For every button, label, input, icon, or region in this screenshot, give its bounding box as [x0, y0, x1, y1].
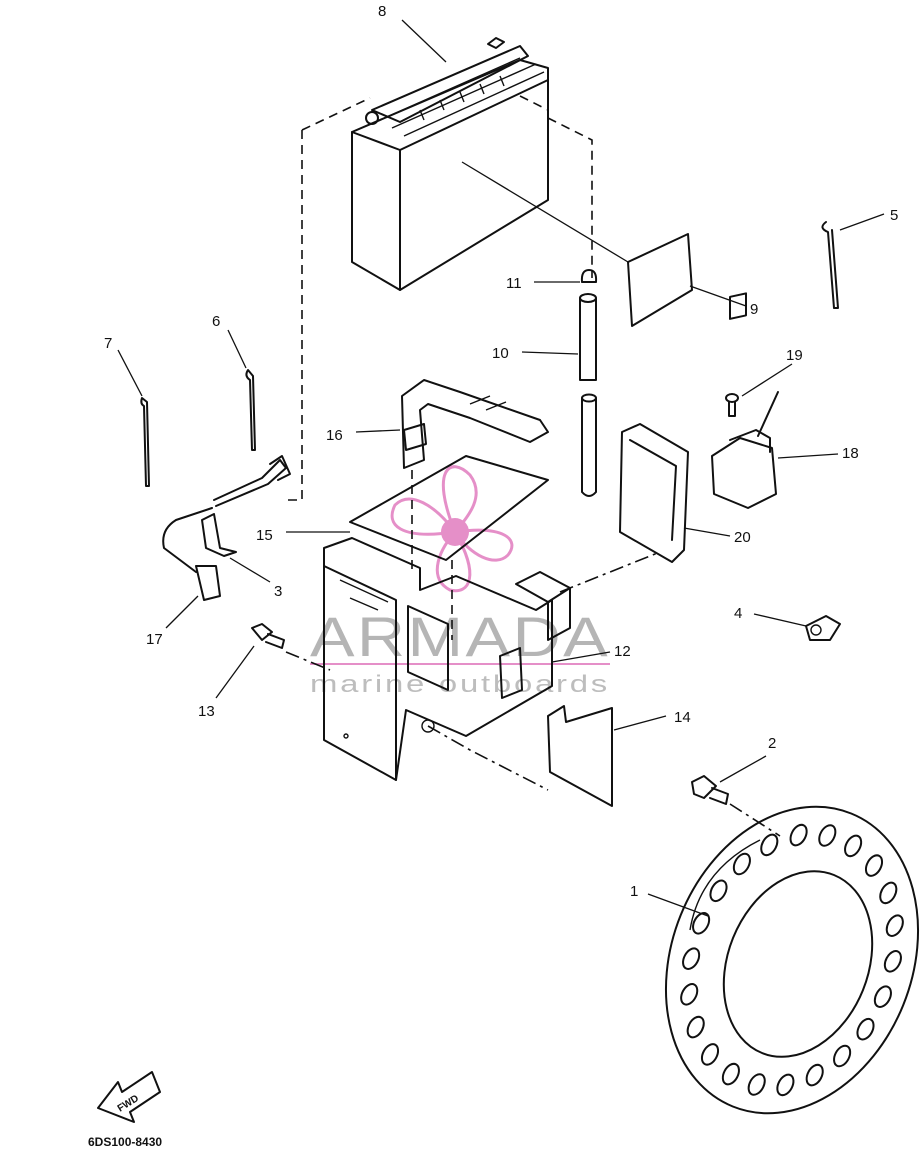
bracket-3 — [201, 513, 237, 557]
disc-hole — [692, 912, 711, 935]
disc-hole — [864, 854, 884, 877]
battery-strap — [401, 379, 549, 469]
starter-relay — [711, 292, 779, 509]
cotter-pin-7 — [140, 397, 150, 487]
disc-hole — [833, 1044, 852, 1068]
disc-hole — [879, 881, 898, 905]
battery-cover-sheet — [627, 233, 693, 327]
watermark-brand: ARMADA — [310, 605, 610, 668]
disc-hole — [844, 834, 863, 858]
propeller-logo-icon — [390, 465, 514, 593]
disc-hole — [805, 1063, 824, 1087]
cover-20 — [619, 423, 689, 563]
callout-labels: 8 5 11 9 6 7 10 19 16 18 15 20 3 4 17 12… — [104, 3, 898, 900]
watermark: ARMADA marine outboards — [310, 465, 610, 698]
callout-5: 5 — [890, 207, 898, 224]
disc-hole — [856, 1017, 875, 1041]
disc-hole — [709, 879, 728, 903]
cotter-pin-right — [821, 221, 839, 309]
plate-14 — [547, 705, 613, 807]
disc-hole — [732, 852, 751, 876]
leader-lines — [117, 19, 885, 917]
assembly-lines — [284, 95, 781, 837]
disc-hole — [873, 985, 892, 1008]
callout-13: 13 — [198, 703, 215, 720]
disc-hole — [883, 950, 902, 973]
drawing-code: 6DS100-8430 — [88, 1135, 162, 1149]
callout-9: 9 — [750, 301, 758, 318]
callout-19: 19 — [786, 347, 803, 364]
disc-hole — [776, 1073, 795, 1097]
screw-19 — [725, 393, 739, 417]
disc-hole — [700, 1043, 720, 1066]
callout-20: 20 — [734, 529, 751, 546]
callout-4: 4 — [734, 605, 742, 622]
callout-1: 1 — [630, 883, 638, 900]
disc-hole — [682, 947, 701, 970]
battery-box — [323, 537, 571, 781]
fwd-label: FWD — [116, 1093, 141, 1114]
fwd-arrow-icon: FWD — [97, 1071, 161, 1123]
watermark-tagline: marine outboards — [310, 671, 610, 698]
callout-16: 16 — [326, 427, 343, 444]
disc-hole — [760, 833, 779, 857]
callout-6: 6 — [212, 313, 220, 330]
battery — [351, 37, 549, 291]
pipe-cap — [580, 269, 598, 283]
brake-disc — [664, 805, 920, 1115]
cotter-pin-6 — [245, 369, 256, 451]
callout-14: 14 — [674, 709, 691, 726]
callout-15: 15 — [256, 527, 273, 544]
rubber-plate — [349, 455, 549, 561]
disc-hole — [686, 1015, 705, 1039]
callout-18: 18 — [842, 445, 859, 462]
bolt-13 — [251, 623, 285, 649]
clamp-4 — [805, 615, 841, 641]
disc-hole — [818, 824, 837, 847]
battery-lead — [162, 455, 291, 601]
callout-17: 17 — [146, 631, 163, 648]
callout-11: 11 — [506, 275, 522, 292]
disc-hole — [680, 983, 699, 1006]
disc-hole — [747, 1073, 766, 1096]
disc-hole — [885, 914, 904, 937]
bolt-2 — [691, 775, 729, 805]
callout-10: 10 — [492, 345, 509, 362]
disc-hole — [789, 823, 808, 847]
callout-3: 3 — [274, 583, 282, 600]
disc-hole — [721, 1062, 740, 1086]
callout-7: 7 — [104, 335, 112, 352]
callout-2: 2 — [768, 735, 776, 752]
callout-8: 8 — [378, 3, 386, 20]
breather-pipe — [579, 293, 597, 497]
callout-12: 12 — [614, 643, 631, 660]
